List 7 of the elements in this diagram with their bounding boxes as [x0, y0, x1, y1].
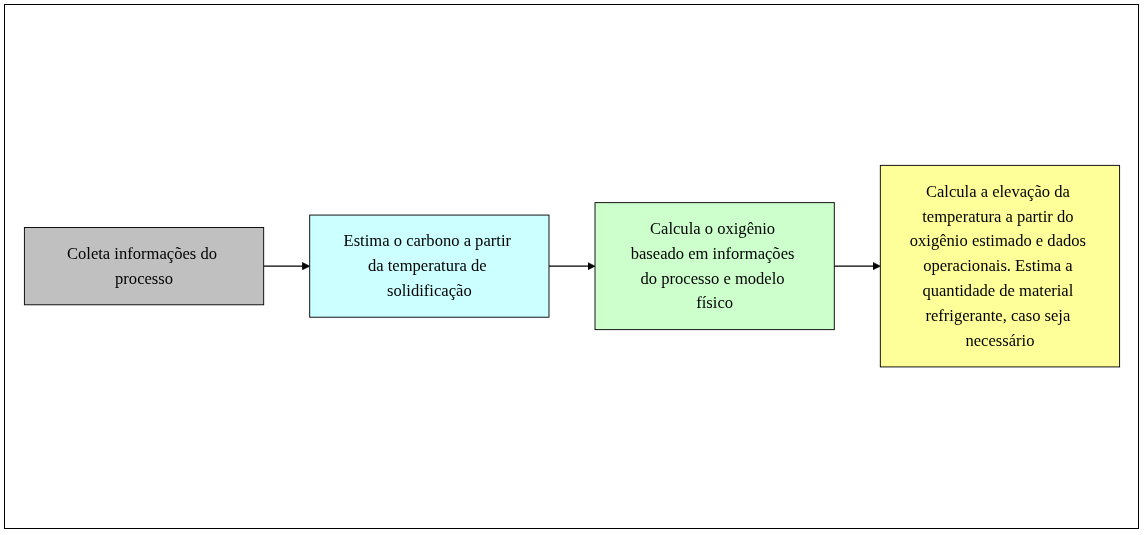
- arrow: [547, 262, 595, 271]
- node-box: Calcula o oxigênio baseado em informações do processo e modelo físico: [594, 202, 835, 331]
- arrow: [262, 262, 310, 271]
- node-box: Coleta informações do processo: [23, 227, 264, 306]
- node-box: Calcula a elevação da temperatura a partir do oxigênio estimado e dados operacionais. Estima a quantidade de material refrigerante, caso seja necessário: [879, 165, 1120, 368]
- arrow: [833, 262, 881, 271]
- node-box: Estima o carbono a partir da temperatura de solidificação: [308, 214, 549, 319]
